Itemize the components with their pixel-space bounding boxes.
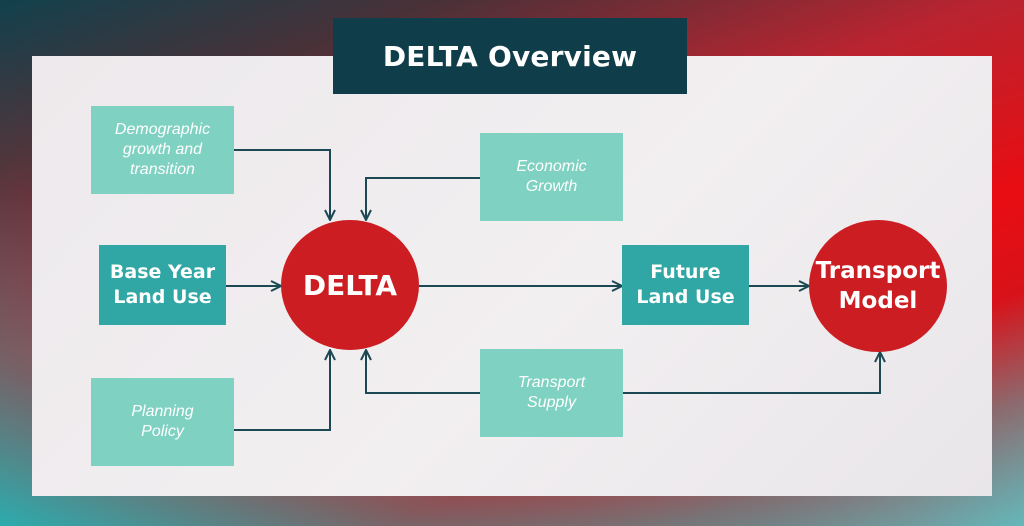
transport-model-circle: Transport Model (809, 220, 947, 352)
base-year-land-use-box: Base Year Land Use (99, 245, 226, 325)
delta-circle: DELTA (281, 220, 419, 350)
demographic-growth-box: Demographic growth and transition (91, 106, 234, 194)
transport-supply-box: Transport Supply (480, 349, 623, 437)
planning-policy-box: Planning Policy (91, 378, 234, 466)
economic-growth-box: Economic Growth (480, 133, 623, 221)
future-land-use-box: Future Land Use (622, 245, 749, 325)
page-title: DELTA Overview (333, 18, 687, 94)
